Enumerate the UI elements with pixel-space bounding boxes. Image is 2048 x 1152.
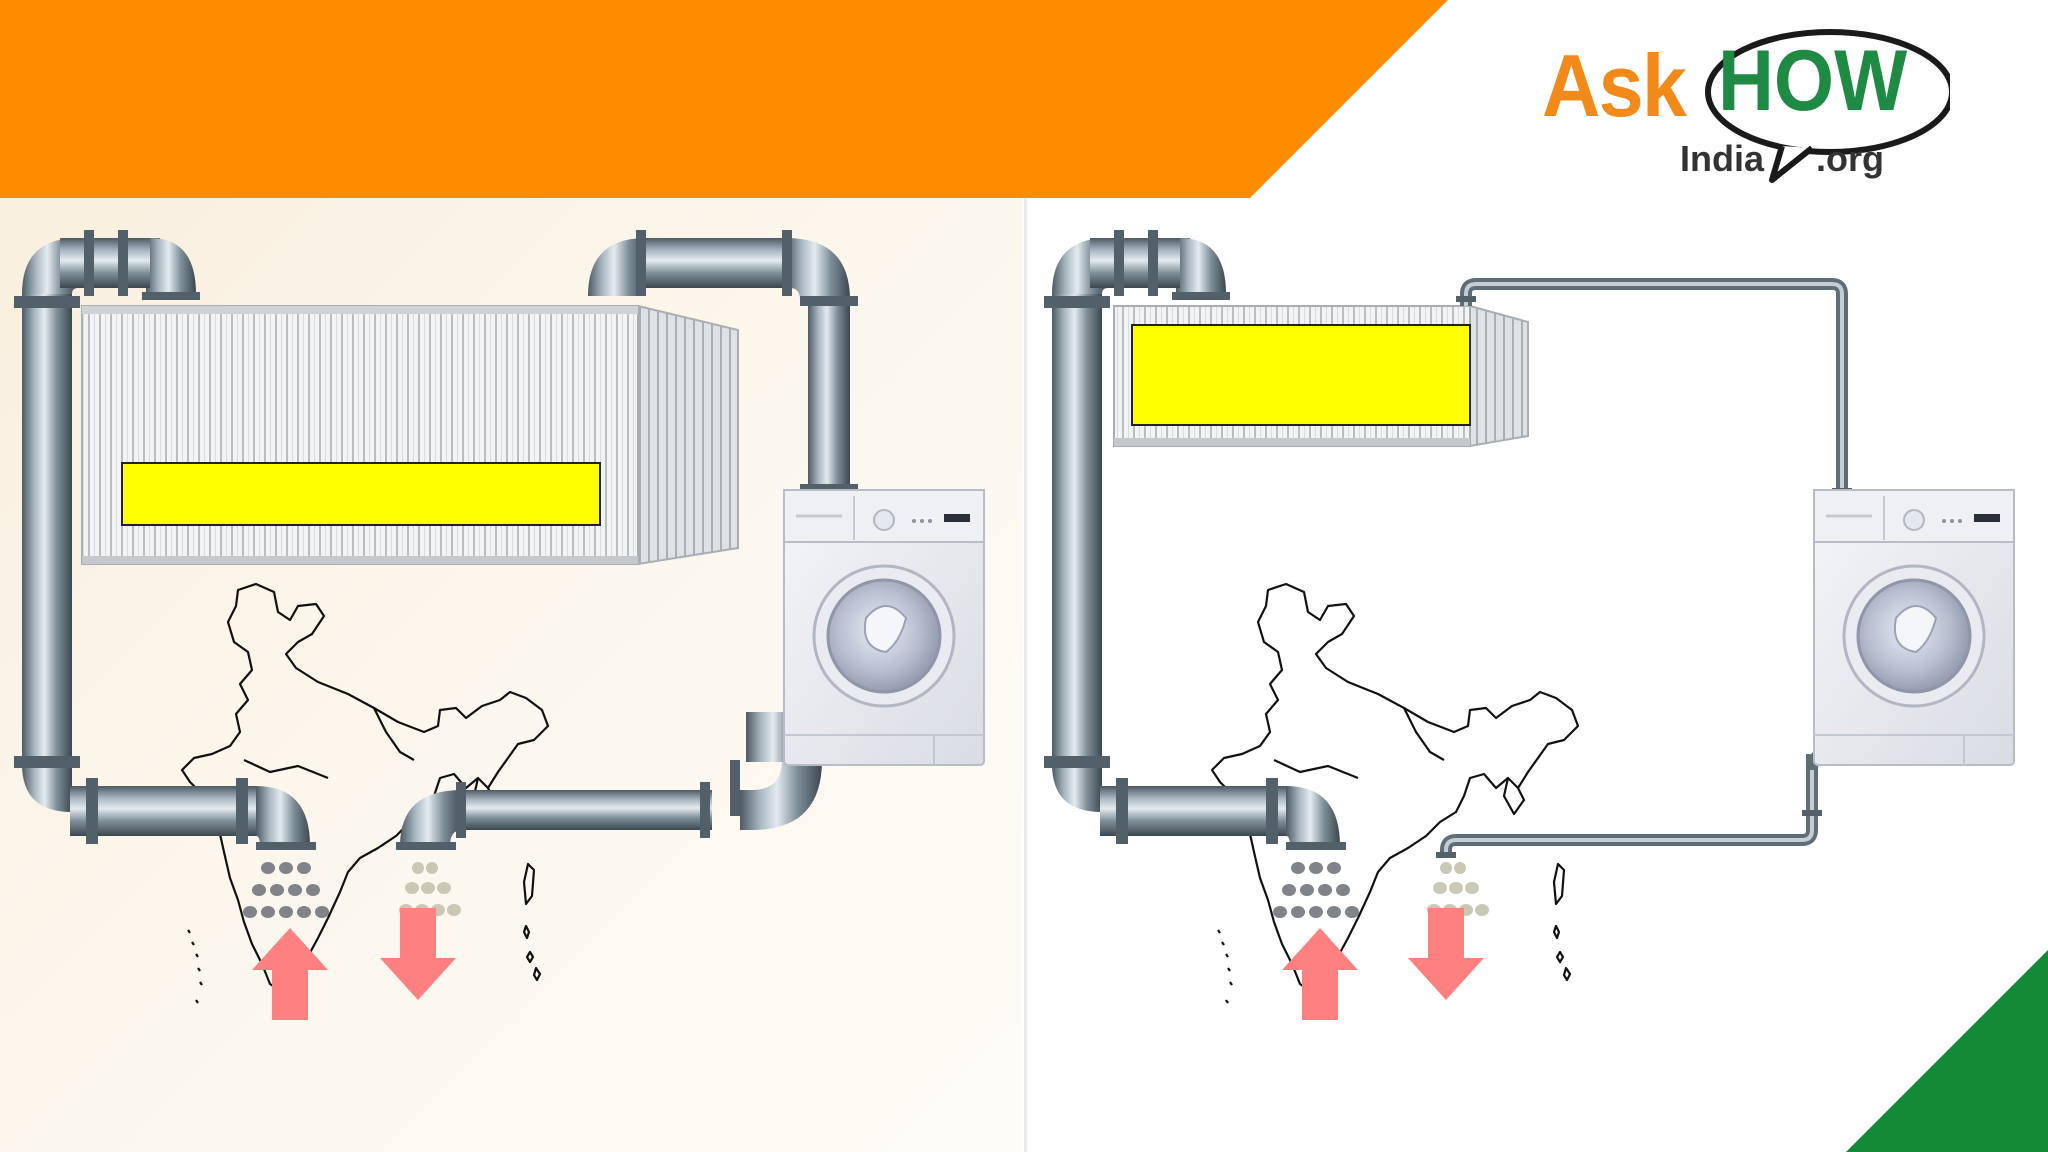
pipe-icon-right-inflow <box>1044 230 1346 850</box>
speech-bubble-icon <box>1705 29 1950 183</box>
pipe-icon-left-inflow <box>14 230 316 850</box>
yellow-label-box-left <box>121 462 601 526</box>
orange-banner <box>0 0 1448 198</box>
washing-machine-icon-left <box>782 488 986 767</box>
logo-org-text: .org <box>1816 138 1884 179</box>
water-drops-icon-left-out <box>399 862 461 916</box>
shipping-container-icon-left <box>81 304 739 566</box>
logo-how-text: HOW <box>1718 33 1908 129</box>
down-arrow-icon-left <box>380 908 456 1000</box>
washing-machine-icon-right <box>1812 488 2016 767</box>
panel-divider <box>1024 196 1027 1152</box>
down-arrow-icon-right <box>1408 908 1484 1000</box>
logo-ask-text: Ask <box>1542 36 1687 135</box>
logo-india-text: India <box>1680 138 1765 179</box>
yellow-label-box-right <box>1131 324 1471 426</box>
water-drops-icon-left-in <box>243 862 329 918</box>
pipe-icon-right-outflow <box>1436 278 1852 858</box>
water-drops-icon-right-out <box>1427 862 1489 916</box>
shipping-container-icon-right <box>1113 304 1529 448</box>
askhowindia-logo[interactable]: Ask HOW India .org <box>1530 10 1950 190</box>
water-drops-icon-right-in <box>1273 862 1359 918</box>
